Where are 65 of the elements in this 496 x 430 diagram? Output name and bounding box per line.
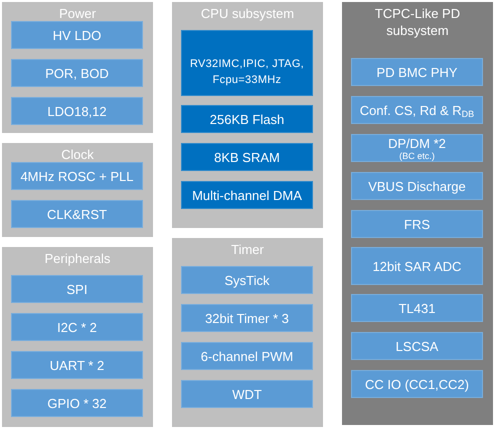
module-label: PD BMC PHY [376, 64, 458, 80]
module-box [11, 313, 143, 341]
module-box [181, 143, 313, 171]
module-label: 6-channel PWM [200, 348, 294, 364]
module-label: HV LDO [52, 28, 102, 42]
module-box [11, 389, 143, 417]
module-label: SPI [66, 282, 88, 296]
module-box [11, 200, 143, 228]
module-label: Conf. CS, Rd & R$_{DB}$ [360, 102, 474, 118]
module-box [11, 59, 143, 87]
module-box [351, 134, 483, 162]
group-panel [172, 2, 323, 228]
module-box [351, 172, 483, 200]
module-label: 32bit Timer * 3 [205, 310, 289, 326]
module-label: UART * 2 [50, 358, 104, 372]
module-label: RV32IMC,IPIC, JTAG, Fcpu=33MHz [188, 57, 306, 88]
module-box [351, 210, 483, 238]
module-box [181, 380, 313, 408]
module-label: I2C * 2 [57, 320, 97, 334]
module-box [181, 30, 313, 96]
module-label: SysTick [224, 272, 270, 288]
panel-heading: Power [59, 5, 96, 22]
module-label: CC IO (CC1,CC2) [364, 376, 469, 392]
module-label: 4MHz ROSC + PLL [20, 168, 134, 184]
module-box [181, 342, 313, 370]
panel-heading: TCPC-Like PD subsystem [374, 5, 462, 39]
module-label: TL431 [398, 300, 436, 316]
module-note: (BC etc.) [399, 150, 435, 160]
module-label: CLK&RST [47, 206, 107, 222]
module-box [11, 351, 143, 379]
module-box [11, 275, 143, 303]
module-box [181, 181, 313, 209]
panel-heading: Peripherals [44, 250, 110, 267]
module-label: FRS [404, 216, 430, 232]
module-box [181, 304, 313, 332]
module-box [181, 105, 313, 133]
module-label: LDO18,12 [47, 104, 107, 118]
module-label: 12bit SAR ADC [372, 258, 462, 274]
module-box [351, 294, 483, 322]
module-box [351, 58, 483, 86]
module-label: WDT [232, 386, 262, 402]
group-panel [2, 2, 153, 133]
module-box [351, 370, 483, 398]
module-box [351, 247, 483, 285]
panel-heading: Timer [231, 241, 264, 258]
module-label: DP/DM *2 [388, 136, 446, 150]
module-label: POR, BOD [45, 66, 109, 80]
module-label: LSCSA [396, 338, 438, 354]
group-panel [172, 238, 323, 427]
module-label: GPIO * 32 [47, 396, 107, 410]
module-box [11, 21, 143, 49]
panel-heading: CPU subsystem [200, 5, 294, 22]
module-box [351, 332, 483, 360]
group-panel [2, 247, 153, 427]
module-label: Multi-channel DMA [192, 188, 302, 202]
module-label: 256KB Flash [210, 112, 284, 126]
module-label: 8KB SRAM [214, 150, 280, 164]
group-panel [342, 2, 493, 425]
module-box [11, 162, 143, 190]
module-box [351, 96, 483, 124]
panel-heading: Clock [61, 146, 94, 163]
module-label: VBUS Discharge [368, 178, 466, 194]
module-box [181, 266, 313, 294]
module-box [11, 97, 143, 125]
group-panel [2, 143, 153, 237]
